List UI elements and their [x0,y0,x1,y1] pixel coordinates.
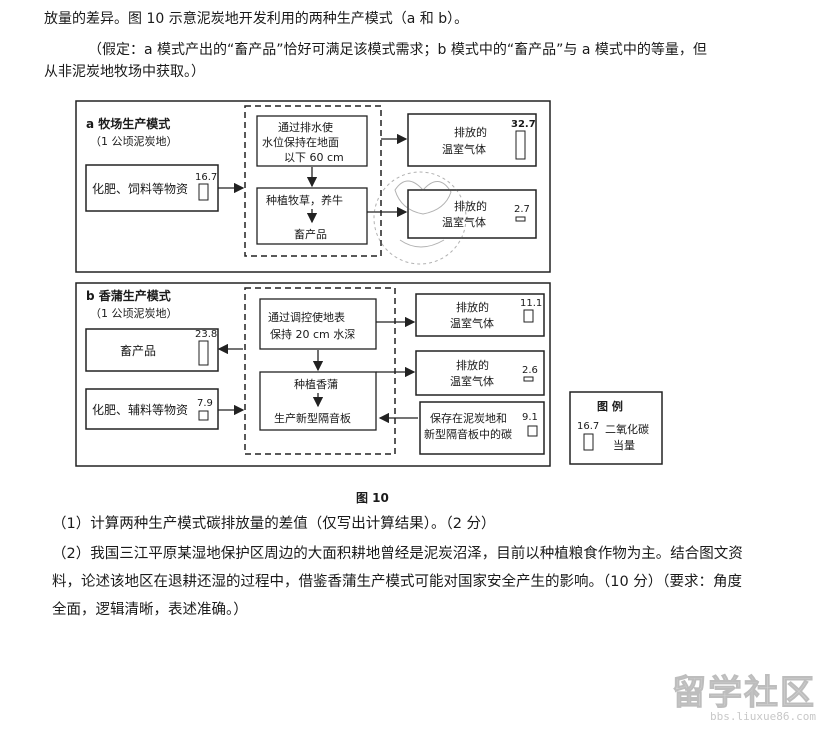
watermark-logo-text: 留学社区 [672,673,816,714]
panel-b-storage-line2: 新型隔音板中的碳 [424,427,512,441]
panel-b-emission1-line2: 温室气体 [450,316,494,330]
panel-a-emission2-value: 2.7 [514,204,530,215]
panel-b-storage-value: 9.1 [522,412,538,423]
panel-a-emission1-line2: 温室气体 [442,142,486,156]
legend-value: 16.7 [577,421,599,432]
panel-b-emission1-bar [523,309,534,323]
question-2-line2: 料，论述该地区在退耕还湿的过程中，借鉴香蒲生产模式可能对国家安全产生的影响。（1… [52,574,743,590]
panel-a-step1-box [256,115,368,167]
panel-b-dashed-group [244,287,396,455]
panel-b-storage-line1: 保存在泥炭地和 [430,411,507,425]
panel-a-step1-line2: 水位保持在地面 [262,135,339,149]
panel-b-product-bar [198,340,209,366]
panel-b-input-box [85,388,219,430]
legend-label-line2: 当量 [613,438,635,452]
panel-a-emission2-line1: 排放的 [454,199,487,213]
panel-a-title: a 牧场生产模式 [86,116,170,131]
panel-b-input-value: 7.9 [197,398,213,409]
panel-b-step3-label: 生产新型隔音板 [274,411,351,425]
seal-stamp [373,171,467,265]
panel-b-emission2-line2: 温室气体 [450,374,494,388]
assumption-line-1: （假定：a 模式产出的“畜产品”恰好可满足该模式需求；b 模式中的“畜产品”与 … [88,42,707,58]
panel-b-input-bar [198,410,209,421]
panel-a-frame [75,100,551,273]
panel-a-input-label: 化肥、饲料等物资 [92,182,188,196]
legend-label-line1: 二氧化碳 [605,422,649,436]
panel-a-step1-line3: 以下 60 cm [284,151,344,164]
panel-b-product-value: 23.8 [195,329,217,340]
panel-b-emission2-line1: 排放的 [456,358,489,372]
panel-a-step1-line1: 通过排水使 [278,120,333,134]
question-2-line1: （2）我国三江平原某湿地保护区周边的大面积耕地曾经是泥炭沼泽，目前以种植粮食作物… [52,546,743,562]
assumption-line-2: 从非泥炭地牧场中获取。） [44,64,205,80]
panel-b-storage-box [419,401,545,455]
panel-b-emission2-value: 2.6 [522,365,538,376]
panel-b-step1-line1: 通过调控使地表 [268,310,345,324]
panel-a-emission2-bar [515,216,526,222]
panel-a-product: 畜产品 [294,227,327,241]
legend-title: 图 例 [597,399,623,413]
panel-b-frame [75,282,551,467]
panel-a-input-bar [198,183,209,201]
site-watermark: 留学社区 bbs.liuxue86.com [672,665,817,724]
panel-b-emission1-box [415,293,545,337]
panel-b-step1-box [259,298,377,350]
panel-b-emission1-line1: 排放的 [456,300,489,314]
watermark-url: bbs.liuxue86.com [710,710,816,723]
panel-b-product-box [85,328,219,372]
intro-line: 放量的差异。图 10 示意泥炭地开发利用的两种生产模式（a 和 b）。 [44,11,469,27]
legend-bar [583,433,594,451]
question-2-line3: 全面，逻辑清晰，表述准确。） [52,602,248,618]
panel-a-step2-label: 种植牧草，养牛 [266,193,343,207]
panel-a-input-box [85,164,219,212]
panel-a-emission1-value: 32.7 [511,119,536,130]
panel-b-emission1-value: 11.1 [520,298,542,309]
panel-b-emission2-box [415,350,545,396]
panel-b-step1-line2: 保持 20 cm 水深 [270,327,355,341]
panel-b-subtitle: （1 公顷泥炭地） [90,307,178,320]
panel-a-emission2-box [407,189,537,239]
panel-b-input-label: 化肥、辅料等物资 [92,403,188,417]
panel-a-emission1-line1: 排放的 [454,125,487,139]
panel-a-input-value: 16.7 [195,172,217,183]
figure-caption: 图 10 [356,491,389,505]
panel-a-emission1-bar [515,130,526,160]
panel-a-dashed-group [244,105,382,257]
panel-a-emission2-line2: 温室气体 [442,215,486,229]
panel-b-title: b 香蒲生产模式 [86,288,171,303]
question-1: （1）计算两种生产模式碳排放量的差值（仅写出计算结果）。（2 分） [52,516,496,532]
panel-a-subtitle: （1 公顷泥炭地） [90,135,178,148]
panel-b-product-label: 畜产品 [120,343,156,358]
panel-b-storage-bar [527,425,538,437]
panel-b-emission2-bar [523,376,534,382]
legend-box [569,391,663,465]
panel-a-emission1-box [407,113,537,167]
panel-b-step2-label: 种植香蒲 [294,377,338,391]
figure-diagram: a 牧场生产模式 （1 公顷泥炭地） 化肥、饲料等物资 16.7 通过排水使 水… [75,100,663,505]
